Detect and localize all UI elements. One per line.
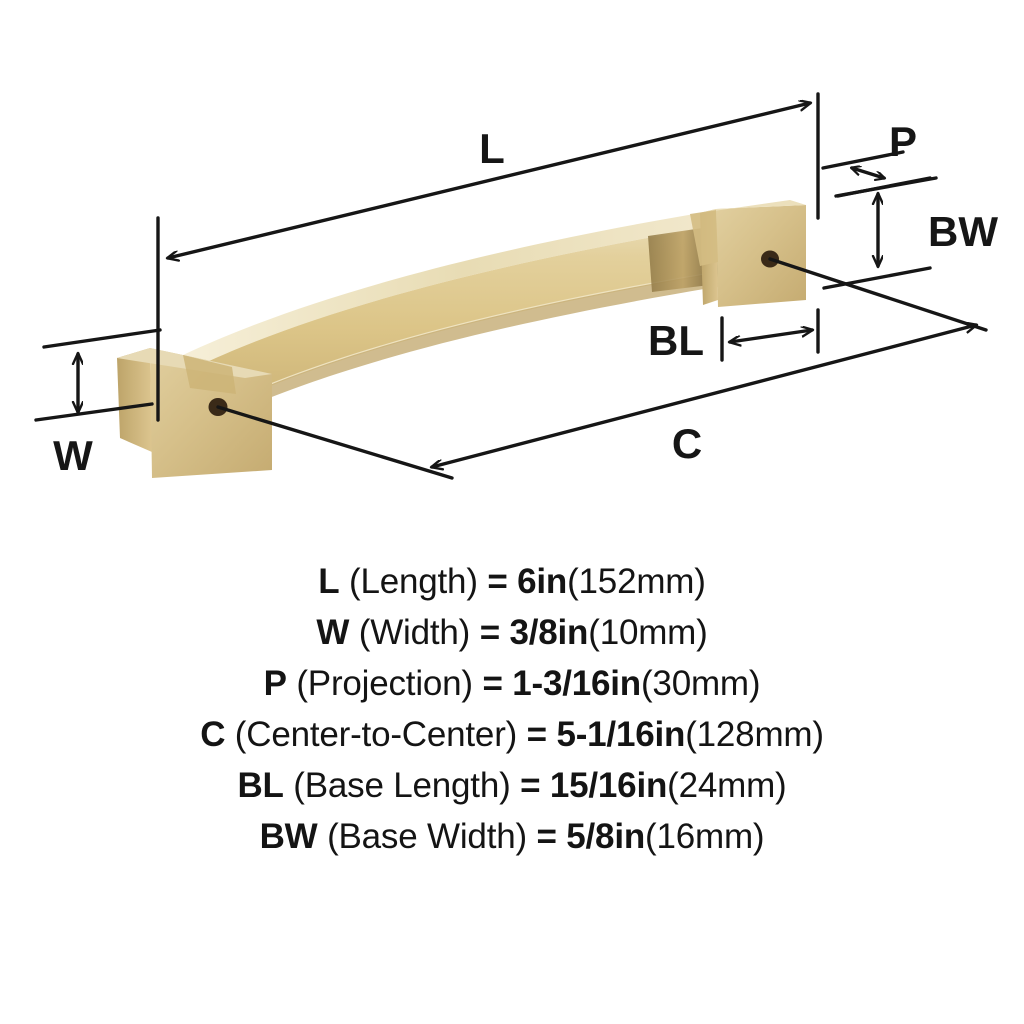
dimension-annotations (34, 92, 988, 480)
spec-value: 1-3/16in (512, 664, 641, 703)
spec-code: C (200, 715, 226, 754)
p-dimension-line (852, 168, 884, 178)
c-leader-right (768, 257, 988, 332)
spec-description: (Base Length) (293, 766, 511, 805)
spec-description: (Center-to-Center) (234, 715, 518, 754)
spec-equals: = (479, 613, 500, 652)
spec-description: (Base Width) (327, 817, 527, 856)
handle-diagram: L W P C BL BW (34, 92, 998, 480)
handle-left-post-side (117, 348, 152, 452)
spec-equals: = (536, 817, 557, 856)
spec-value: 15/16in (549, 766, 668, 805)
spec-value: 5/8in (566, 817, 646, 856)
spec-row-length: L (Length) = 6in(152mm) (0, 556, 1024, 607)
w-extension-bottom (34, 402, 154, 422)
handle-left-neck (183, 355, 236, 394)
c-dimension-line (432, 325, 976, 467)
spec-code: BL (237, 766, 284, 805)
w-extension-top (42, 328, 162, 349)
spec-code: L (318, 562, 340, 601)
spec-row-width: W (Width) = 3/8in(10mm) (0, 607, 1024, 658)
handle-bar-face (196, 222, 752, 414)
spec-metric: (10mm) (588, 613, 708, 652)
label-C: C (672, 420, 702, 467)
spec-description: (Length) (349, 562, 478, 601)
spec-equals: = (520, 766, 541, 805)
handle-product-illustration (117, 200, 806, 478)
l-dimension-line (168, 103, 810, 258)
spec-value: 5-1/16in (556, 715, 686, 754)
label-W: W (53, 432, 93, 479)
spec-description: (Projection) (296, 664, 473, 703)
spec-code: W (316, 613, 350, 652)
spec-row-base-length: BL (Base Length) = 15/16in(24mm) (0, 760, 1024, 811)
spec-value: 3/8in (509, 613, 589, 652)
spec-row-projection: P (Projection) = 1-3/16in(30mm) (0, 658, 1024, 709)
spec-metric: (128mm) (685, 715, 824, 754)
bl-dimension-line (730, 330, 812, 342)
bw-extension-bottom (822, 266, 932, 290)
dimension-labels: L W P C BL BW (53, 118, 998, 479)
spec-metric: (30mm) (640, 664, 761, 703)
handle-right-post-face (716, 205, 806, 307)
spec-code: P (263, 664, 287, 703)
spec-row-center-to-center: C (Center-to-Center) = 5-1/16in(128mm) (0, 709, 1024, 760)
label-BW: BW (928, 208, 998, 255)
c-leader-left (216, 405, 454, 480)
spec-metric: (24mm) (667, 766, 787, 805)
bw-extension-top (834, 176, 938, 198)
label-L: L (479, 125, 505, 172)
spec-metric: (152mm) (567, 562, 706, 601)
label-P: P (889, 118, 917, 165)
spec-code: BW (259, 817, 318, 856)
spec-metric: (16mm) (645, 817, 765, 856)
spec-row-base-width: BW (Base Width) = 5/8in(16mm) (0, 811, 1024, 862)
specification-list: L (Length) = 6in(152mm) W (Width) = 3/8i… (0, 556, 1024, 862)
spec-equals: = (482, 664, 503, 703)
spec-equals: = (487, 562, 508, 601)
label-BL: BL (648, 317, 704, 364)
spec-equals: = (526, 715, 547, 754)
spec-description: (Width) (358, 613, 471, 652)
spec-value: 6in (517, 562, 568, 601)
p-extension-upper (821, 150, 905, 170)
